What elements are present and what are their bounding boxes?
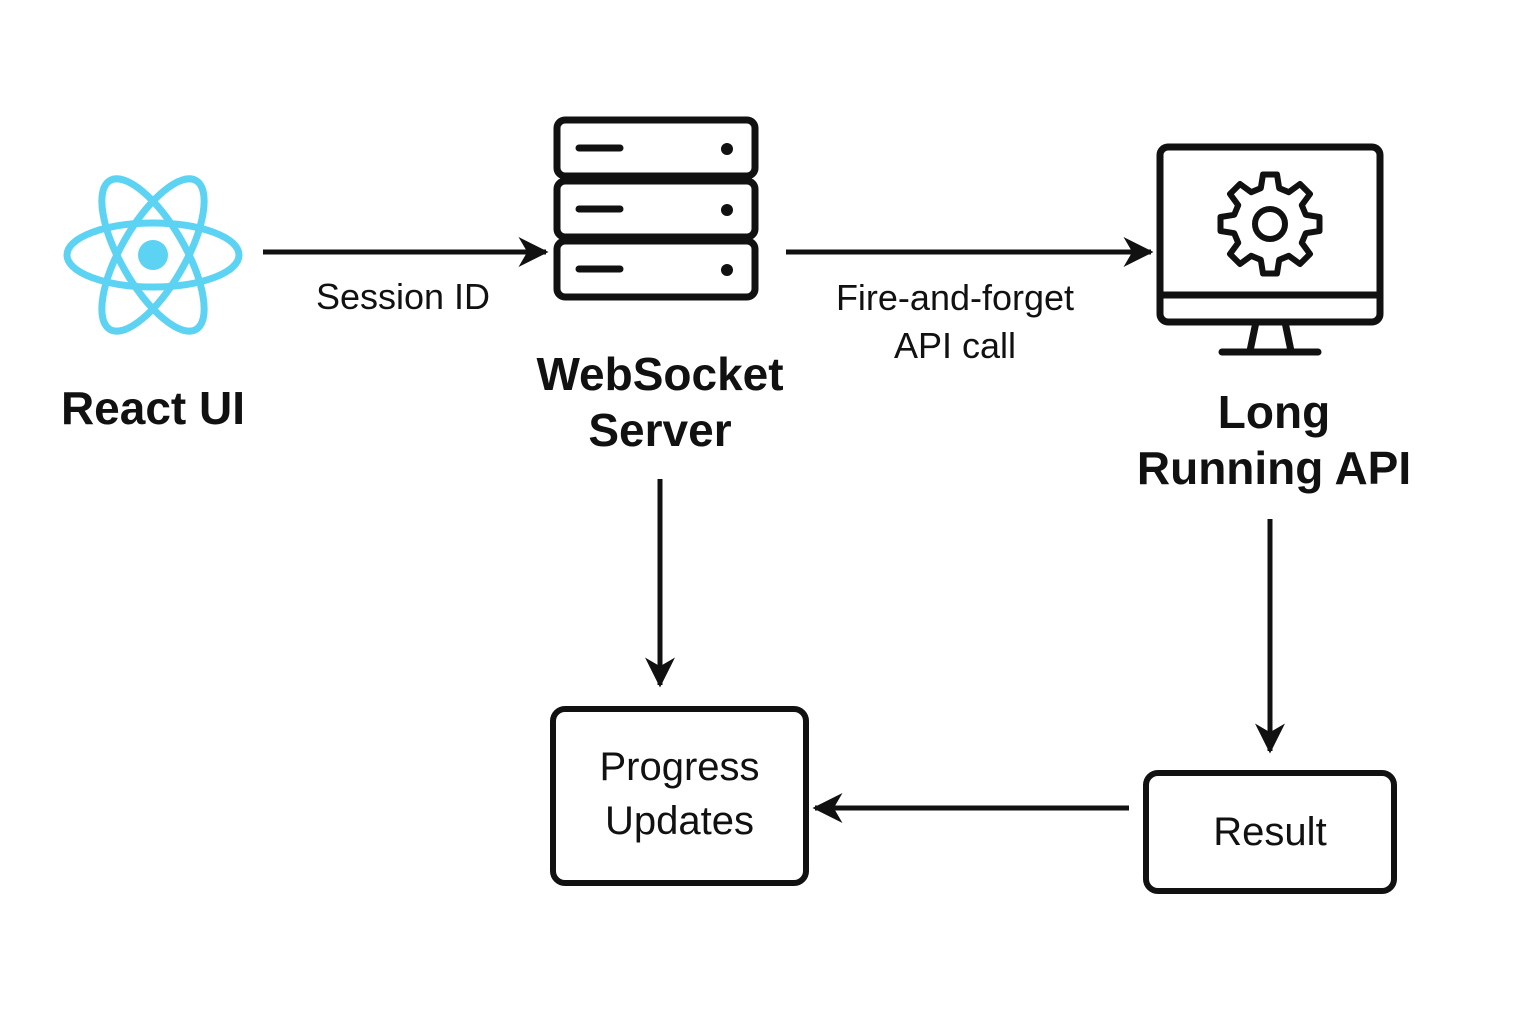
react-orbit-1 [63, 219, 243, 291]
gear-outline [1217, 171, 1323, 277]
server-unit-bottom [553, 237, 759, 301]
react-orbit-2 [98, 175, 208, 335]
fire-and-forget-label: Fire-and-forget API call [790, 274, 1120, 370]
monitor-stand-left [1246, 321, 1260, 352]
react-nucleus [138, 240, 168, 270]
long-running-api-label: Long Running API [1114, 384, 1434, 496]
long-running-api-label-line1: Long [1217, 386, 1331, 438]
monitor-stand-right [1281, 321, 1295, 352]
result-label: Result [1213, 810, 1327, 854]
progress-updates-label-line2: Updates [605, 799, 754, 843]
server-stack-icon [553, 116, 759, 301]
fire-and-forget-label-line1: Fire-and-forget [835, 277, 1075, 318]
react-orbit-3 [98, 175, 208, 335]
monitor-gear-icon [1156, 143, 1384, 356]
server-unit-middle [553, 177, 759, 241]
websocket-server-label: WebSocket Server [510, 346, 810, 458]
websocket-server-label-line1: WebSocket [536, 348, 784, 400]
gear-hole [1252, 206, 1288, 242]
server-led-bottom [721, 264, 733, 276]
server-led-top [721, 143, 733, 155]
progress-updates-label: Progress Updates [553, 740, 806, 848]
session-id-label: Session ID [315, 276, 491, 317]
result-box [1143, 770, 1397, 894]
gear-icon [1217, 171, 1323, 277]
server-led-middle [721, 204, 733, 216]
server-unit-top [553, 116, 759, 180]
react-ui-label: React UI [60, 382, 246, 434]
progress-updates-box [550, 706, 809, 886]
monitor-screen [1156, 143, 1384, 326]
fire-and-forget-label-line2: API call [893, 325, 1017, 366]
react-logo-icon [63, 175, 243, 335]
long-running-api-label-line2: Running API [1136, 442, 1412, 494]
progress-updates-label-line1: Progress [599, 745, 760, 789]
websocket-server-label-line2: Server [588, 404, 732, 456]
